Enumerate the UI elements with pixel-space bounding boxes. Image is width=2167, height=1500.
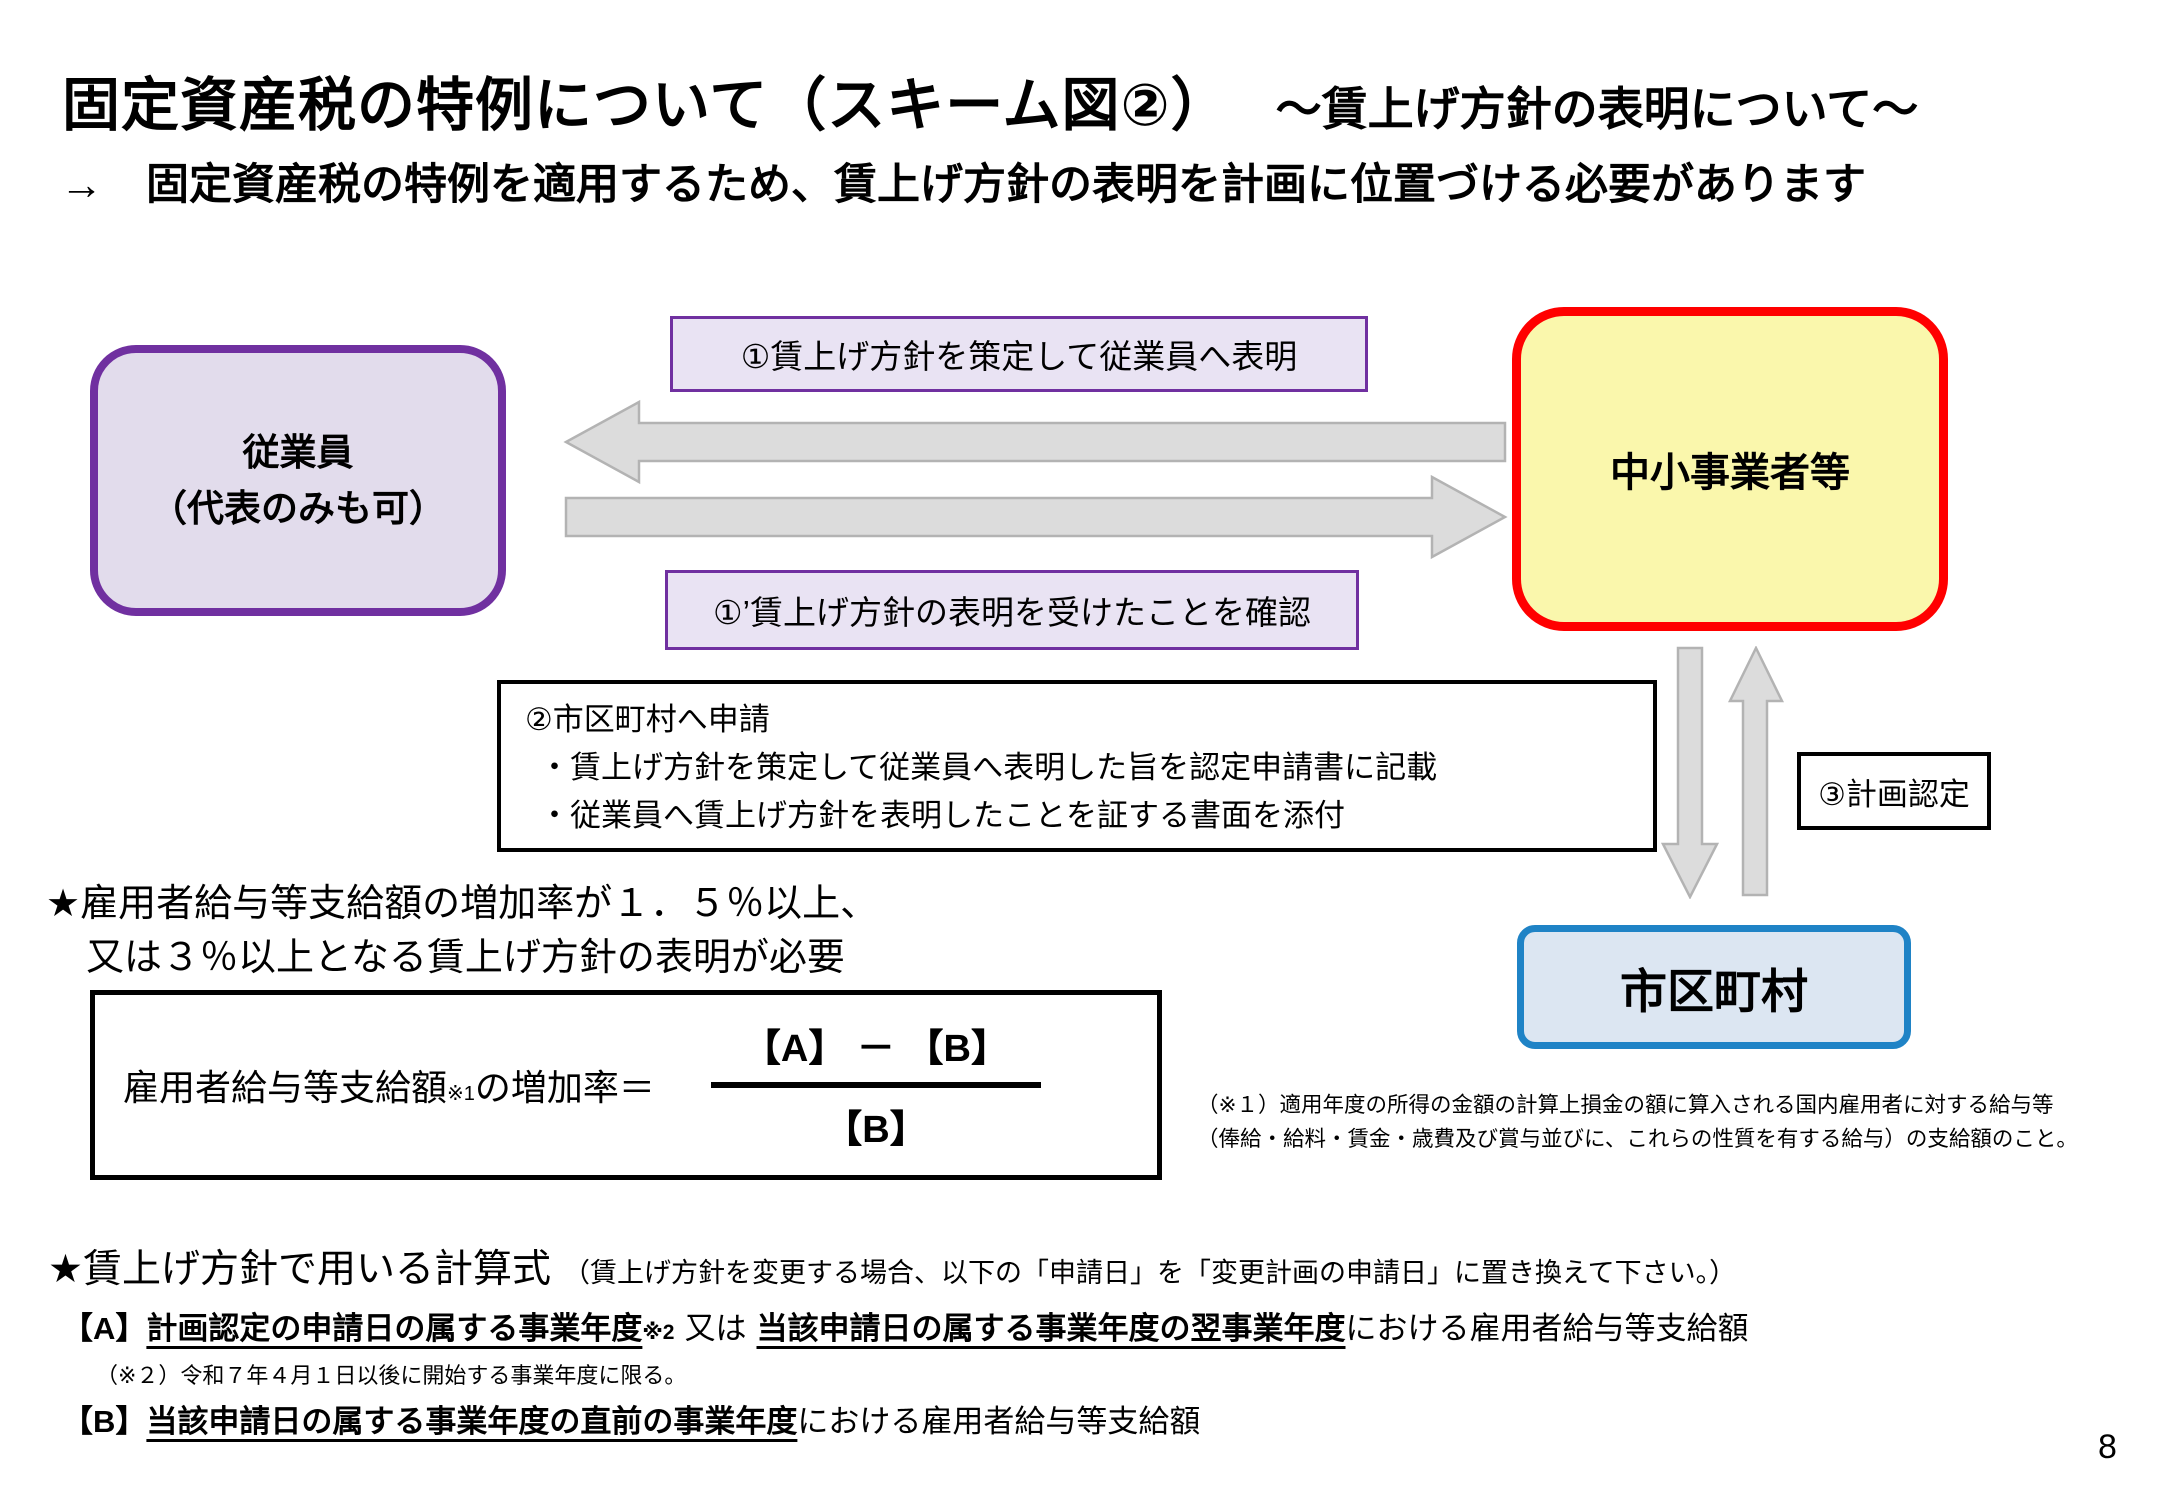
note1-line2: （俸給・給料・賃金・歳費及び賞与並びに、これらの性質を有する給与）の支給額のこと… <box>1197 1127 2078 1152</box>
fraction-numerator: 【A】 － 【B】 <box>742 1028 1009 1070</box>
municipality-box: 市区町村 <box>1517 925 1911 1049</box>
note1-text: （※１）適用年度の所得の金額の計算上損金の額に算入される国内雇用者に対する給与等… <box>1197 1088 2078 1157</box>
formula-lhs: 雇用者給与等支給額※1の増加率＝ <box>123 1059 655 1111</box>
lead-text: → 固定資産税の特例を適用するため、賃上げ方針の表明を計画に位置づける必要があり… <box>60 161 1866 209</box>
title-row: 固定資産税の特例について（スキーム図②） ～賃上げ方針の表明について～ <box>62 58 1918 142</box>
calc-heading: ★賃上げ方針で用いる計算式 <box>48 1248 551 1291</box>
note2-text: （※２）令和７年４月１日以後に開始する事業年度に限る。 <box>96 1363 687 1388</box>
step3-label: ③計画認定 <box>1818 776 1970 812</box>
arrow-right-icon <box>564 474 1508 560</box>
step2-box: ②市区町村へ申請 ・賃上げ方針を策定して従業員へ表明した旨を認定申請書に記載 ・… <box>497 680 1657 852</box>
formula-box: 雇用者給与等支給額※1の増加率＝ 【A】 － 【B】 【B】 <box>90 990 1162 1180</box>
item-a-note2-ref: ※2 <box>642 1321 675 1344</box>
employee-box-line1: 従業員 <box>242 432 354 473</box>
arrow-up-icon <box>1728 646 1784 897</box>
employee-box-line2: （代表のみも可） <box>150 487 446 529</box>
sme-box-label: 中小事業者等 <box>1610 451 1850 495</box>
step1-confirm-label-box: ①’賃上げ方針の表明を受けたことを確認 <box>665 570 1359 650</box>
municipality-box-label: 市区町村 <box>1620 964 1808 1018</box>
calc-item-b: 【B】当該申請日の属する事業年度の直前の事業年度における雇用者給与等支給額 <box>62 1396 1200 1441</box>
arrow-left-icon <box>563 399 1507 485</box>
note1-line1: （※１）適用年度の所得の金額の計算上損金の額に算入される国内雇用者に対する給与等 <box>1197 1093 2054 1117</box>
item-a-tag: 【A】 <box>62 1311 147 1346</box>
calc-heading-row: ★賃上げ方針で用いる計算式 （賃上げ方針を変更する場合、以下の「申請日」を「変更… <box>48 1238 1736 1294</box>
requirement-line2: 又は３％以上となる賃上げ方針の表明が必要 <box>86 936 845 979</box>
item-a-underlined-2: 当該申請日の属する事業年度の翌事業年度 <box>756 1311 1346 1346</box>
calc-item-a: 【A】計画認定の申請日の属する事業年度※2 又は当該申請日の属する事業年度の翌事業… <box>62 1303 1749 1348</box>
item-b-underlined: 当該申請日の属する事業年度の直前の事業年度 <box>146 1404 798 1439</box>
step2-line2: ・賃上げ方針を策定して従業員へ表明した旨を認定申請書に記載 <box>539 750 1438 786</box>
item-b-tag: 【B】 <box>62 1404 147 1439</box>
fraction-denominator: 【B】 <box>824 1109 928 1151</box>
page-number: 8 <box>2098 1428 2117 1466</box>
page-title: 固定資産税の特例について（スキーム図②） <box>62 73 1230 138</box>
formula-lhs-main: 雇用者給与等支給額 <box>123 1067 448 1108</box>
page-title-sub: ～賃上げ方針の表明について～ <box>1275 83 1919 135</box>
arrow-down-icon <box>1661 646 1719 899</box>
item-a-underlined-1: 計画認定の申請日の属する事業年度 <box>146 1311 643 1346</box>
item-a-mid: 又は <box>684 1311 747 1346</box>
requirement-line1: ★雇用者給与等支給額の増加率が１．５％以上、 <box>46 883 879 925</box>
item-a-rest: における雇用者給与等支給額 <box>1345 1311 1749 1346</box>
formula-note1-ref: ※1 <box>447 1083 475 1105</box>
calc-heading-note: （賃上げ方針を変更する場合、以下の「申請日」を「変更計画の申請日」に置き換えて下… <box>562 1258 1737 1288</box>
employee-box: 従業員 （代表のみも可） <box>90 345 506 616</box>
formula-lhs-rest: の増加率＝ <box>474 1067 655 1108</box>
step1-label: ①賃上げ方針を策定して従業員へ表明 <box>740 338 1298 375</box>
step2-line3: ・従業員へ賃上げ方針を表明したことを証する書面を添付 <box>539 798 1345 834</box>
step1-label-box: ①賃上げ方針を策定して従業員へ表明 <box>670 316 1368 392</box>
sme-box: 中小事業者等 <box>1512 307 1948 631</box>
step2-line1: ②市区町村へ申請 <box>525 702 770 737</box>
step1-confirm-label: ①’賃上げ方針の表明を受けたことを確認 <box>713 594 1311 631</box>
formula-fraction: 【A】 － 【B】 【B】 <box>710 1017 1041 1153</box>
step3-label-box: ③計画認定 <box>1797 752 1991 830</box>
requirement-text: ★雇用者給与等支給額の増加率が１．５％以上、 又は３％以上となる賃上げ方針の表明… <box>46 878 878 986</box>
fraction-bar <box>710 1082 1041 1088</box>
item-b-rest: における雇用者給与等支給額 <box>797 1404 1201 1439</box>
